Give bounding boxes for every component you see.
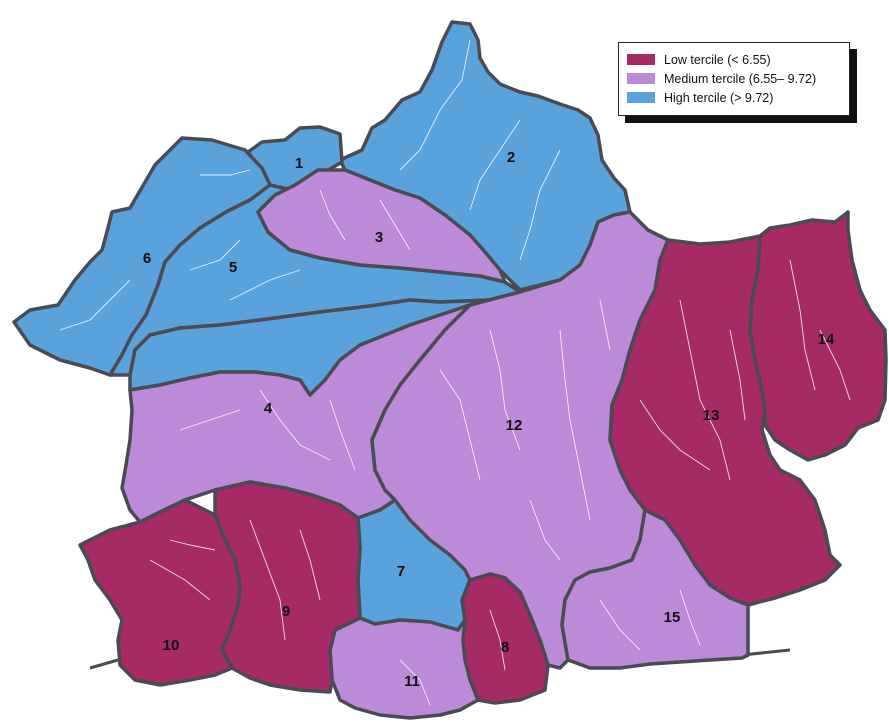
region-label: 13: [703, 407, 720, 424]
region-label: 6: [143, 250, 151, 267]
legend-label: High tercile (> 9.72): [664, 90, 774, 105]
region-11: [328, 616, 480, 720]
map-legend: Low tercile (< 6.55) Medium tercile (6.5…: [618, 42, 850, 116]
legend-swatch-high: [627, 92, 655, 103]
legend-item-low: Low tercile (< 6.55): [627, 50, 841, 69]
legend-item-high: High tercile (> 9.72): [627, 88, 841, 107]
region-10: [78, 498, 242, 687]
legend-swatch-low: [627, 54, 655, 65]
region-15: [560, 508, 750, 670]
coastline-right: [741, 648, 791, 657]
region-label: 7: [397, 563, 405, 580]
region-label: 4: [264, 400, 273, 417]
region-label: 1: [295, 155, 303, 172]
region-label: 14: [818, 331, 835, 348]
region-label: 15: [664, 609, 681, 626]
region-label: 12: [506, 417, 523, 434]
coastline-left: [89, 658, 119, 670]
region-labels: 1 2 3 4 5 6 7 8 9 10 11 12 13 14 15: [143, 149, 835, 690]
legend-swatch-medium: [627, 73, 655, 84]
region-label: 11: [404, 673, 420, 690]
internal-boundaries: [59, 39, 851, 706]
region-label: 8: [501, 639, 509, 656]
legend-item-medium: Medium tercile (6.55– 9.72): [627, 69, 841, 88]
region-3: [256, 168, 507, 284]
region-14: [748, 210, 888, 462]
region-label: 9: [282, 603, 290, 620]
region-label: 3: [375, 229, 383, 246]
region-label: 5: [229, 259, 237, 276]
legend-label: Medium tercile (6.55– 9.72): [664, 71, 817, 86]
region-label: 10: [163, 637, 180, 654]
legend-label: Low tercile (< 6.55): [664, 52, 771, 67]
region-label: 2: [507, 149, 515, 166]
